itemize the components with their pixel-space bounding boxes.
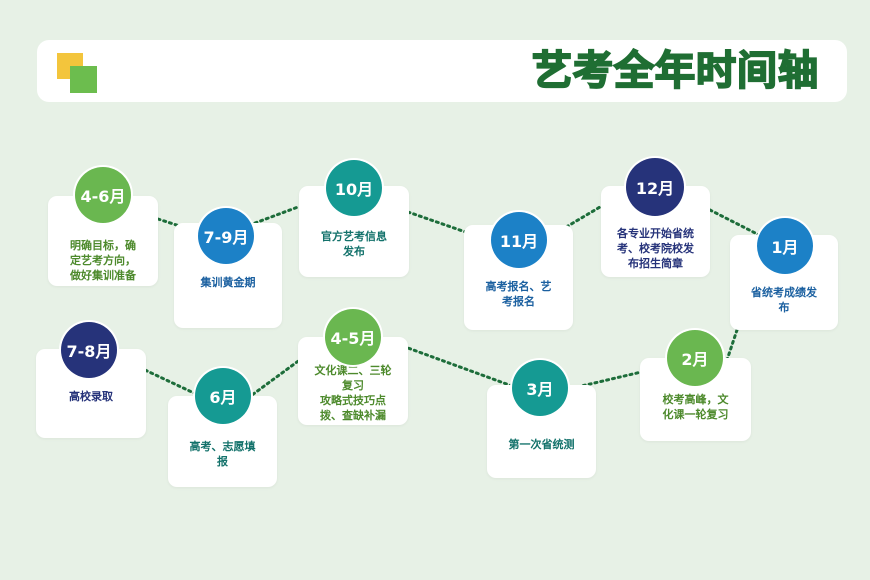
connector-jun-to-jul-aug (143, 368, 198, 396)
timeline-month-badge-oct: 10月 (326, 160, 382, 216)
timeline-month-badge-nov: 11月 (491, 212, 547, 268)
timeline-month-badge-apr-jun: 4-6月 (75, 167, 131, 223)
timeline-card-apr-may: 文化课二、三轮 复习 攻略式技巧点 拨、查缺补漏 (298, 337, 408, 425)
connector-apr-may-to-jun (250, 338, 329, 397)
timeline-month-badge-feb: 2月 (667, 330, 723, 386)
timeline-card-text: 文化课二、三轮 复习 攻略式技巧点 拨、查缺补漏 (314, 364, 392, 422)
connector-jul-sep-to-oct (253, 205, 300, 225)
timeline-card-text: 集训黄金期 (200, 276, 256, 289)
timeline-card-text: 高校录取 (69, 390, 113, 403)
timeline-card-text: 校考高峰，文 化课一轮复习 (662, 393, 729, 421)
timeline-month-badge-jun: 6月 (195, 368, 251, 424)
logo-square-green (70, 66, 97, 93)
timeline-month-badge-apr-may: 4-5月 (325, 309, 381, 365)
timeline-month-badge-jan: 1月 (757, 218, 813, 274)
connector-mar-to-apr-may (406, 346, 514, 388)
page-title: 艺考全年时间轴 (531, 48, 819, 94)
timeline-month-badge-jul-sep: 7-9月 (198, 208, 254, 264)
timeline-card-text: 官方艺考信息 发布 (321, 230, 387, 258)
timeline-card-text: 各专业开始省统 考、校考院校发 布招生简章 (617, 227, 694, 270)
timeline-month-badge-jul-aug: 7-8月 (61, 322, 117, 378)
timeline-month-badge-dec: 12月 (626, 158, 684, 216)
connector-feb-to-mar (571, 364, 669, 390)
timeline-card-text: 明确目标，确 定艺考方向， 做好集训准备 (70, 239, 136, 282)
timeline-card-text: 省统考成绩发 布 (751, 286, 817, 314)
timeline-card-text: 第一次省统测 (508, 438, 575, 451)
timeline-month-badge-mar: 3月 (512, 360, 568, 416)
timeline-card-text: 高考、志愿填 报 (189, 440, 256, 468)
connector-dec-to-jan (708, 208, 767, 240)
header-bar: 艺考全年时间轴 (37, 40, 847, 102)
timeline-card-text: 高考报名、艺 考报名 (485, 280, 552, 308)
connector-jan-to-feb (725, 328, 739, 362)
